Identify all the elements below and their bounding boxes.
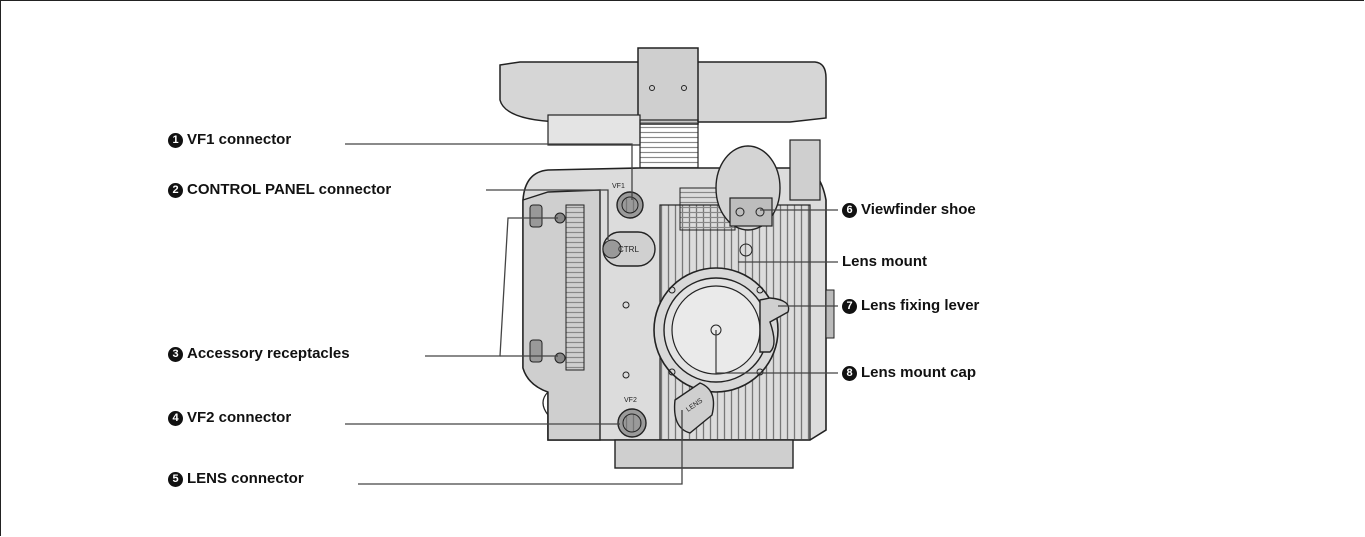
leader-accessory [425,217,558,357]
callout-viewfinder-shoe: 6 Viewfinder shoe [842,201,976,219]
callout-number: 4 [168,410,183,426]
callout-label: VF2 connector [187,409,292,426]
callout-number: 7 [842,298,857,314]
callout-label: Lens fixing lever [861,297,980,314]
callout-control-panel-connector: 2 CONTROL PANEL connector [168,181,391,199]
control-panel-connector: CTRL [602,231,656,379]
vf1-connector: VF1 [612,183,644,219]
vf1-device-label: VF1 [612,183,625,190]
callout-number: 6 [842,202,857,218]
callout-label: Lens mount cap [861,364,977,381]
callout-number: 8 [842,365,857,381]
callout-label: Accessory receptacles [187,345,350,362]
callout-accessory-receptacles: 3 Accessory receptacles [168,345,350,363]
callout-label: LENS connector [187,470,304,487]
ctrl-device-label: CTRL [618,245,639,254]
leader-control-panel [486,189,609,240]
lens-fixing-lever [759,297,790,353]
callout-vf2-connector: 4 VF2 connector [168,409,291,427]
callout-lens-mount: Lens mount [842,253,927,271]
callout-lens-mount-cap: 8 Lens mount cap [842,364,976,382]
viewfinder-shoe [715,145,781,231]
vf2-device-label: VF2 [624,397,637,404]
callout-number: 3 [168,346,183,362]
callout-lens-fixing-lever: 7 Lens fixing lever [842,297,979,315]
callout-label: CONTROL PANEL connector [187,181,392,198]
callout-number: 1 [168,132,183,148]
leader-lines [345,143,838,485]
callout-lens-connector: 5 LENS connector [168,470,304,488]
callout-number: 5 [168,471,183,487]
leader-vf1 [345,143,633,200]
leader-lens-cap [715,330,838,374]
vf2-connector: VF2 [542,391,647,440]
callout-vf1-connector: 1 VF1 connector [168,131,291,149]
callout-label: Lens mount [842,253,927,270]
leader-lens-connector [358,410,683,485]
lens-connector: LENS [673,382,715,434]
callout-label: Viewfinder shoe [861,201,976,218]
callout-label: VF1 connector [187,131,292,148]
top-handle [499,47,827,181]
callout-number: 2 [168,182,183,198]
